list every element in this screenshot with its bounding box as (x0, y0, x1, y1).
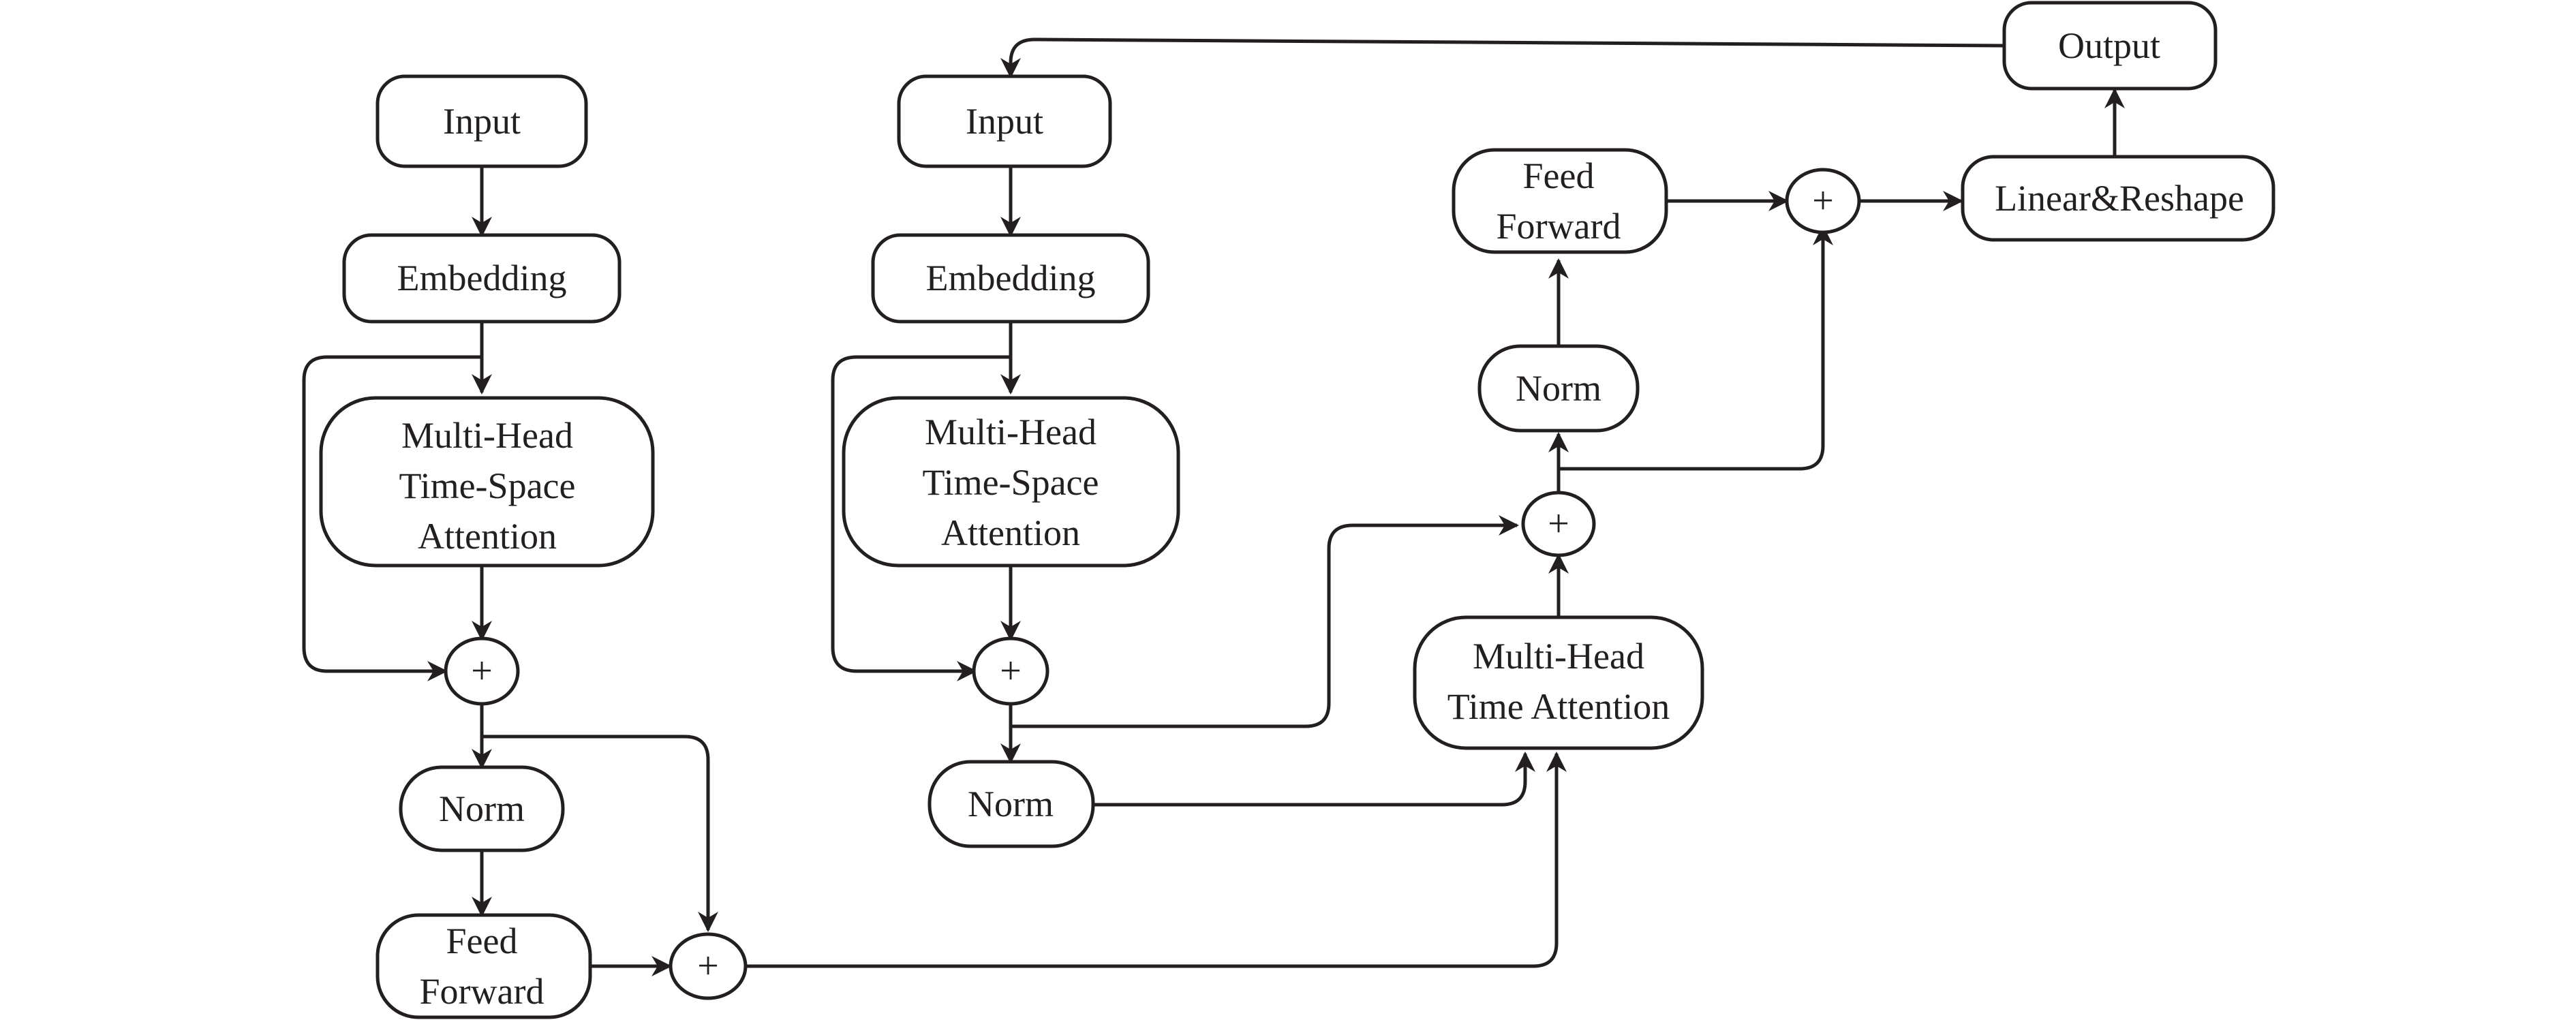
node-label-line: Multi-Head (401, 415, 573, 456)
node-label-line: Attention (941, 512, 1080, 553)
output-block: Output (2002, 1, 2218, 91)
input-block-middle: Input (897, 74, 1112, 168)
node-label-line: Forward (420, 971, 545, 1012)
linear-reshape-block: Linear&Reshape (1961, 155, 2275, 242)
node-label-line: Input (443, 101, 521, 142)
edge-residual-embedding2-to-add3 (831, 355, 1011, 681)
edge-residual-add4-to-add5 (1559, 225, 1833, 471)
embedding-block-left: Embedding (342, 233, 622, 324)
edge-output-to-input2 (1000, 37, 2005, 78)
edge-residual-add1-to-add2 (482, 735, 718, 932)
add-circle-right-1: + (1521, 491, 1596, 557)
node-label-line: Linear&Reshape (1995, 178, 2244, 219)
node-label-line: Multi-Head (1473, 636, 1644, 677)
node-label-line: Multi-Head (925, 412, 1097, 452)
plus-symbol: + (1812, 180, 1834, 222)
norm-block-left: Norm (399, 765, 565, 852)
add-circle-middle: + (972, 636, 1049, 706)
plus-symbol: + (697, 945, 719, 987)
plus-symbol: + (1548, 503, 1569, 545)
add-circle-right-2: + (1785, 168, 1861, 234)
edge-residual-add3-to-add4 (1011, 515, 1519, 728)
node-label-line: Embedding (926, 258, 1096, 298)
edge-add2-to-mhta (746, 752, 1567, 968)
embedding-block-middle: Embedding (871, 233, 1150, 324)
node-label-line: Feed (446, 921, 518, 961)
norm-block-middle: Norm (927, 760, 1095, 848)
node-label-line: Time-Space (923, 462, 1099, 503)
node-label-line: Attention (418, 516, 557, 557)
add-circle-left-1: + (444, 636, 520, 706)
edge-residual-embedding1-to-add1 (302, 355, 482, 681)
node-label-line: Feed (1523, 155, 1595, 196)
norm-block-right: Norm (1477, 344, 1640, 433)
node-label-line: Time-Space (399, 465, 576, 506)
node-label-line: Norm (1516, 368, 1601, 409)
add-circle-left-2: + (669, 932, 748, 1000)
edges (302, 37, 2125, 976)
plus-symbol: + (1000, 650, 1022, 692)
edge-norm2-to-mhta (1093, 752, 1535, 807)
node-label-line: Output (2058, 25, 2160, 66)
node-label-line: Embedding (397, 258, 567, 298)
node-label-line: Norm (968, 784, 1054, 824)
input-block-left: Input (375, 74, 588, 168)
node-label-line: Norm (439, 788, 525, 829)
plus-symbol: + (471, 650, 493, 692)
node-label-line: Forward (1497, 206, 1621, 247)
node-label-line: Input (966, 101, 1043, 142)
node-label-line: Time Attention (1447, 686, 1670, 727)
